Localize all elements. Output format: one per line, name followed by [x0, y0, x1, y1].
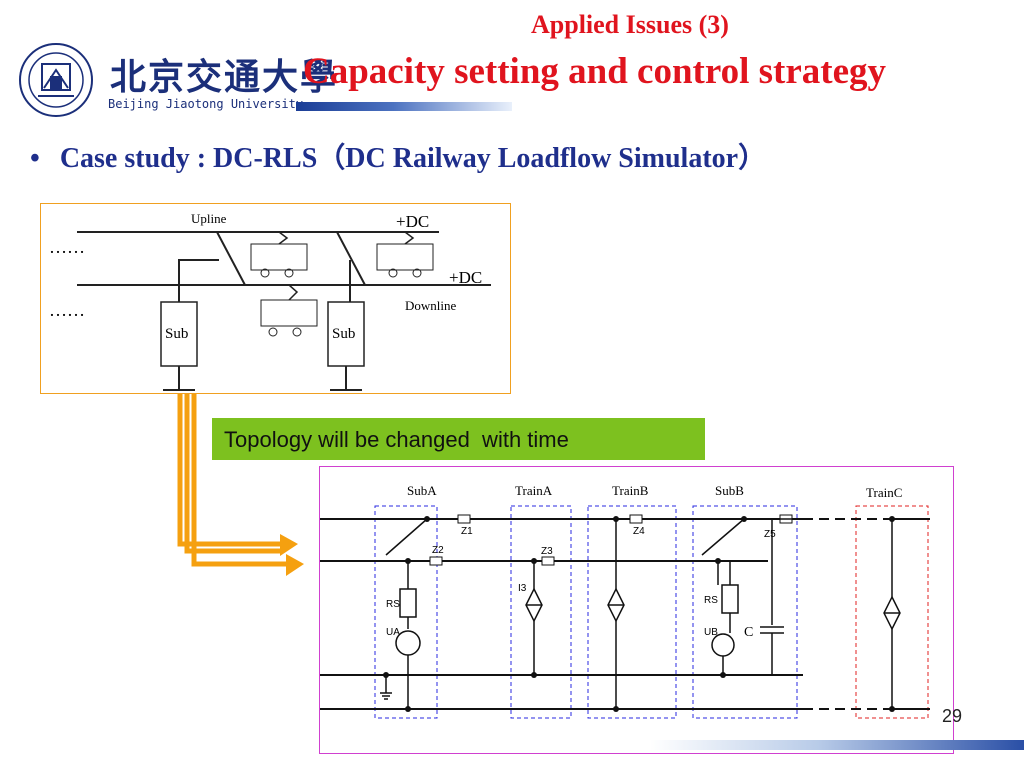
- sub-left-label: Sub: [165, 326, 188, 342]
- z5-label: Z5: [764, 529, 776, 540]
- footer-accent-bar: [650, 740, 1024, 750]
- slide-title: Capacity setting and control strategy: [303, 51, 887, 92]
- downline-label: Downline: [405, 298, 457, 313]
- page-number: 29: [942, 706, 963, 726]
- ellipsis-upline: ……: [49, 237, 85, 257]
- ua-label: UA: [386, 627, 400, 638]
- university-seal-logo: [18, 42, 94, 118]
- trainb-label: TrainB: [612, 483, 649, 498]
- z1-label: Z1: [461, 526, 473, 537]
- ellipsis-downline: ……: [49, 300, 85, 320]
- upline-label: Upline: [191, 211, 227, 226]
- dc-label-mid: +DC: [449, 268, 482, 287]
- slide-subtitle: Applied Issues (3): [531, 10, 729, 39]
- subb-label: SubB: [715, 483, 744, 498]
- dc-label-top: +DC: [396, 212, 429, 231]
- rs-b-label: RS: [704, 595, 718, 606]
- bullet-text: Case study : DC-RLS（DC Railway Loadflow …: [59, 143, 767, 174]
- train-up-2: [376, 243, 434, 271]
- z2-label: Z2: [432, 545, 444, 556]
- topology-callout: Topology will be changed with time: [212, 418, 705, 460]
- equivalent-circuit-diagram: SubA TrainA TrainB SubB TrainC Z1 Z2 Z3 …: [319, 466, 954, 754]
- feeder-left: [216, 231, 246, 286]
- z4-label: Z4: [633, 526, 645, 537]
- rs-a-label: RS: [386, 599, 400, 610]
- train-up-1: [250, 243, 308, 271]
- trainc-label: TrainC: [866, 485, 902, 500]
- trainc-group: [855, 505, 929, 719]
- subb-group: [692, 505, 798, 719]
- bullet-symbol: •: [30, 143, 40, 174]
- sub-right-label: Sub: [332, 326, 355, 342]
- feeder-right: [336, 231, 366, 286]
- header-accent-bar: [296, 102, 512, 111]
- train-down-1: [260, 299, 318, 327]
- traina-group: [510, 505, 572, 719]
- university-name-chinese: 北京交通大學: [110, 56, 339, 98]
- z3-label: Z3: [541, 546, 553, 557]
- topology-diagram: Upline +DC +DC Downline …… …… Sub Sub: [40, 203, 511, 394]
- capacitor-label: C: [744, 625, 753, 640]
- suba-group: [374, 505, 438, 719]
- university-name-english: Beijing Jiaotong University: [108, 97, 304, 111]
- ub-label: UB: [704, 627, 718, 638]
- suba-label: SubA: [407, 483, 437, 498]
- i3-label: I3: [518, 583, 527, 594]
- arrow-to-circuit: [177, 394, 304, 576]
- trainb-group: [587, 505, 677, 719]
- sub-left-feed: [178, 259, 219, 302]
- bullet-item: • Case study : DC-RLS（DC Railway Loadflow…: [30, 136, 766, 176]
- traina-label: TrainA: [515, 483, 553, 498]
